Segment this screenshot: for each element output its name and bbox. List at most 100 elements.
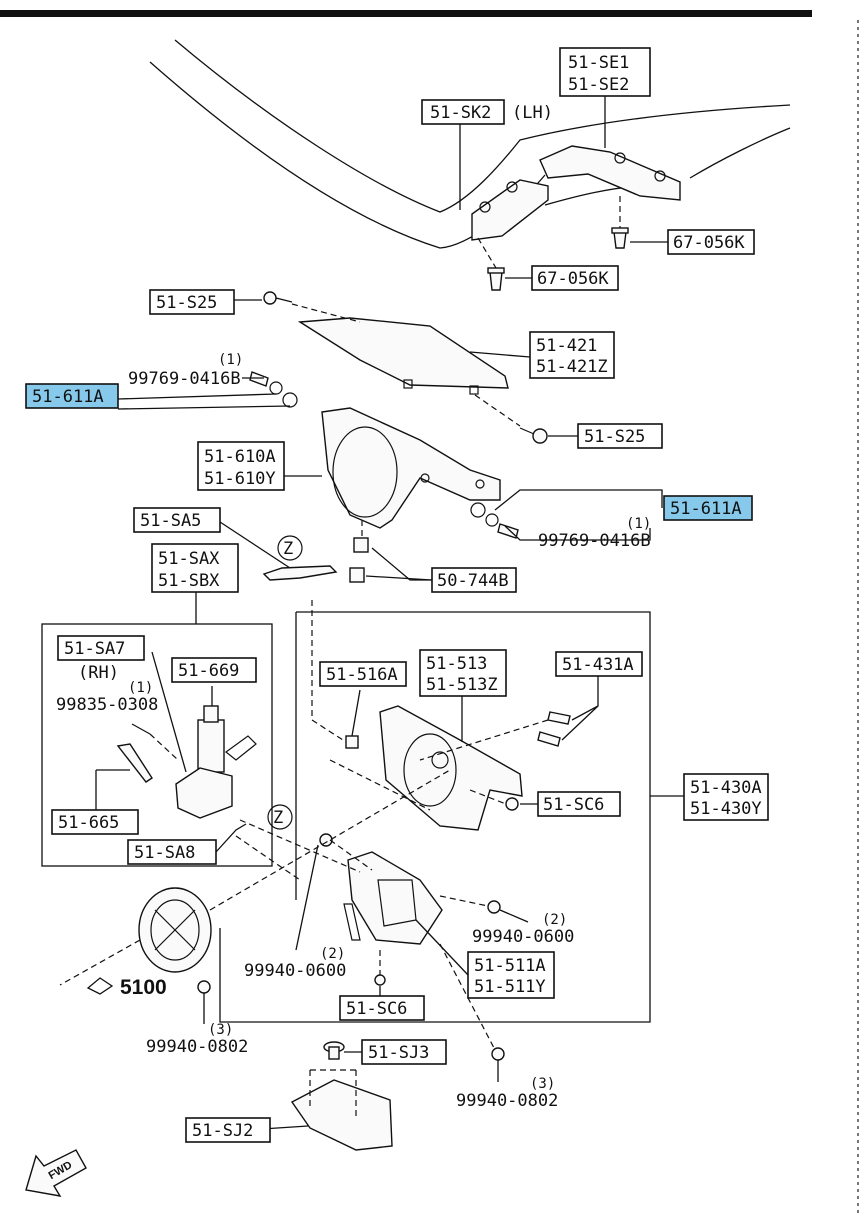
qty-bolt-left: (1): [218, 352, 243, 368]
leader-611a-right: [494, 489, 663, 511]
label-51-665: 51-665: [58, 813, 119, 833]
label-51-516a: 51-516A: [326, 665, 398, 685]
label-51-611a-right: 51-611A: [670, 499, 742, 519]
label-51-sa5: 51-SA5: [140, 511, 201, 531]
label-box-51-sa7: [57, 635, 145, 661]
label-51-sc6-bottom: 51-SC6: [346, 999, 407, 1019]
nut-sc6-right: [469, 789, 538, 811]
screw-s25-mid: [519, 427, 548, 444]
label-51-610y: 51-610Y: [204, 469, 276, 489]
top-border-bar: [0, 10, 812, 17]
leader-s25-top-dash: [291, 303, 361, 323]
label-51-513: 51-513: [426, 654, 487, 674]
leaders-upper: [459, 96, 668, 279]
label-51-511y: 51-511Y: [474, 977, 546, 997]
label-box-51-sax: [151, 543, 239, 593]
label-50-744b: 50-744B: [437, 571, 509, 591]
leader-s25-mid-dash: [474, 394, 521, 427]
cover-51-421: [297, 317, 509, 395]
label-99835-0308: 99835-0308: [56, 695, 158, 715]
z-marker-left: [277, 535, 303, 561]
label-51-430y: 51-430Y: [690, 799, 762, 819]
label-box-50-744b: [431, 567, 517, 593]
leader-611a-left-2: [117, 405, 291, 410]
label-box-51-sa5: [133, 507, 221, 533]
label-box-51-669: [171, 657, 257, 683]
sub-assembly-frame: [41, 623, 273, 867]
qty-0308: (1): [128, 680, 153, 696]
label-box-51-s25-top: [149, 289, 235, 315]
screw-s25-top: [263, 291, 293, 305]
z-marker-right-text: Z: [273, 808, 283, 828]
bracket-51-511: [343, 851, 443, 945]
bolts-51-431a: [419, 676, 599, 761]
leader-dashes: [209, 759, 451, 911]
label-box-51-430: [683, 773, 769, 821]
label-51-sa8: 51-SA8: [134, 843, 195, 863]
nut-0600-right: [439, 895, 529, 923]
label-box-51-665: [51, 809, 139, 835]
washer-bolt-right: [470, 502, 519, 539]
clip-50-744b: [349, 520, 433, 583]
bolt-51-665: [95, 743, 153, 810]
label-box-51-611a-left: [25, 383, 119, 409]
label-51-669: 51-669: [178, 661, 239, 681]
nut-sc6-bottom: [374, 950, 386, 996]
label-51-sa7: 51-SA7: [64, 639, 125, 659]
label-67-056k-lower: 67-056K: [537, 269, 609, 289]
label-box-51-sj2: [185, 1117, 271, 1143]
label-box-51-516a: [319, 661, 407, 687]
shroud-51-610: [321, 407, 501, 529]
pin-51-516a: [311, 600, 361, 749]
qty-bolt-right: (1): [626, 516, 651, 532]
headlamp-5100: [59, 887, 212, 995]
label-99940-0802-left: 99940-0802: [146, 1037, 248, 1057]
label-51-sc6-right: 51-SC6: [543, 795, 604, 815]
label-box-67-056k-lower: [531, 265, 619, 291]
label-51-sa7-note: (RH): [78, 663, 119, 683]
label-51-s25-top: 51-S25: [156, 293, 217, 313]
label-99940-0600-left: 99940-0600: [244, 961, 346, 981]
plug-51-sj3: [323, 1041, 362, 1060]
label-51-se1: 51-SE1: [568, 53, 629, 73]
qty-0600-right: (2): [542, 912, 567, 928]
label-51-s25-mid: 51-S25: [584, 427, 645, 447]
qty-0802-right: (3): [530, 1076, 555, 1092]
fwd-arrow: [25, 1149, 87, 1197]
label-51-sk2: 51-SK2: [430, 103, 491, 123]
nut-0802-right: [439, 943, 505, 1082]
z-marker-right: [267, 804, 293, 830]
nut-0802-left: [197, 980, 211, 1024]
washer-bolt-left: [249, 371, 298, 408]
label-box-51-sc6-bottom: [339, 995, 425, 1021]
actuator-assembly: [151, 651, 257, 819]
bracket-se: [539, 145, 681, 201]
clip-67-056k-upper: [611, 227, 629, 249]
lever-51-sa5: [219, 521, 338, 581]
label-99940-0802-right: 99940-0802: [456, 1091, 558, 1111]
bracket-sk2: [471, 179, 549, 241]
label-51-611a-left: 51-611A: [32, 387, 104, 407]
label-51-sbx: 51-SBX: [158, 571, 220, 591]
clip-67-056k-lower: [487, 267, 505, 291]
bracket-51-513: [379, 705, 523, 831]
label-51-sk2-note: (LH): [512, 103, 553, 123]
leader-sa8: [215, 823, 247, 853]
label-box-51-sa8: [127, 839, 217, 865]
hood-outline: [149, 39, 791, 249]
label-box-51-sc6-right: [537, 791, 621, 817]
label-box-51-sk2: [421, 99, 505, 125]
label-bolt-left: 99769-0416B: [128, 369, 241, 389]
label-box-51-511: [467, 951, 555, 999]
label-51-se2: 51-SE2: [568, 75, 629, 95]
label-box-51-se: [559, 47, 651, 97]
leader-611a-left: [117, 393, 277, 400]
label-5100: 5100: [120, 976, 167, 999]
label-bolt-right: 99769-0416B: [538, 531, 651, 551]
leader-421: [469, 351, 531, 358]
main-frame: [219, 611, 651, 1023]
cover-51-sj2: [261, 1069, 393, 1151]
label-99940-0600-right: 99940-0600: [472, 927, 574, 947]
screw-0308: [131, 723, 179, 761]
